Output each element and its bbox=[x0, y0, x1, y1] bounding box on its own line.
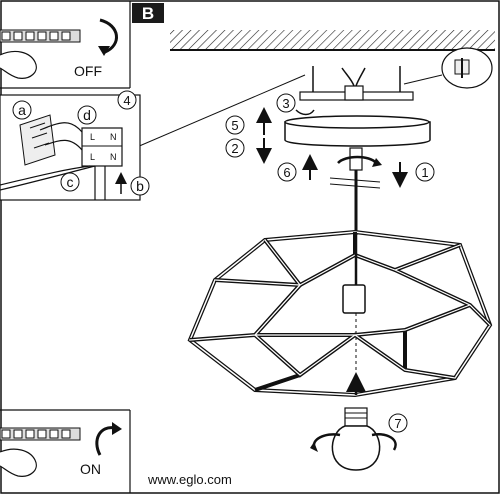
switch-off-box: OFF bbox=[0, 18, 118, 79]
leader-line bbox=[129, 74, 306, 151]
switch-on-label: ON bbox=[80, 461, 101, 477]
lamp-holder bbox=[342, 235, 366, 395]
rotate-arrow-icon bbox=[295, 109, 315, 116]
step-2: 2 bbox=[225, 138, 272, 164]
ceiling-canopy bbox=[284, 115, 431, 147]
terminal-mark: L bbox=[90, 152, 95, 162]
step-number: 4 bbox=[123, 93, 130, 108]
step-6: 6 bbox=[277, 154, 318, 182]
step-1: 1 bbox=[392, 162, 435, 188]
terminal-block bbox=[81, 127, 123, 167]
connection-letter-c: c bbox=[67, 174, 74, 190]
screw-detail-icon bbox=[403, 47, 493, 89]
light-bulb-icon bbox=[310, 407, 397, 471]
geometric-pendant-shade bbox=[187, 229, 493, 398]
suspension-rod bbox=[329, 147, 381, 235]
step-4: 4 bbox=[117, 90, 137, 110]
panel-label: B bbox=[142, 4, 154, 23]
hand-icon bbox=[0, 50, 37, 79]
step-number: 6 bbox=[283, 165, 290, 180]
switch-off-label: OFF bbox=[74, 63, 102, 79]
rotate-arrow-icon bbox=[99, 18, 118, 54]
mounting-bracket bbox=[299, 66, 414, 101]
rotate-arrow-icon bbox=[95, 426, 116, 456]
connection-letter-a: a bbox=[18, 102, 26, 118]
ceiling bbox=[170, 30, 495, 51]
connection-letter-b: b bbox=[136, 178, 144, 194]
hand-icon bbox=[0, 448, 37, 477]
step-3: 3 bbox=[276, 93, 315, 116]
step-number: 2 bbox=[231, 141, 238, 156]
website-text: www.eglo.com bbox=[147, 472, 232, 487]
step-number: 3 bbox=[282, 96, 289, 111]
terminal-mark: N bbox=[110, 132, 117, 142]
step-number: 7 bbox=[394, 416, 401, 431]
step-7: 7 bbox=[388, 413, 408, 433]
rotate-arrow-icon bbox=[337, 155, 377, 164]
connection-letter-d: d bbox=[83, 107, 91, 123]
step-number: 5 bbox=[231, 118, 238, 133]
step-number: 1 bbox=[421, 165, 428, 180]
terminal-mark: N bbox=[110, 152, 117, 162]
geometric-pendant-shade-inner bbox=[189, 239, 491, 379]
wiring-detail-box: L N L N a d c b bbox=[0, 94, 150, 201]
terminal-mark: L bbox=[90, 132, 95, 142]
switch-on-box: ON bbox=[0, 422, 122, 477]
step-5: 5 bbox=[225, 107, 272, 135]
panel-badge: B bbox=[132, 3, 164, 23]
